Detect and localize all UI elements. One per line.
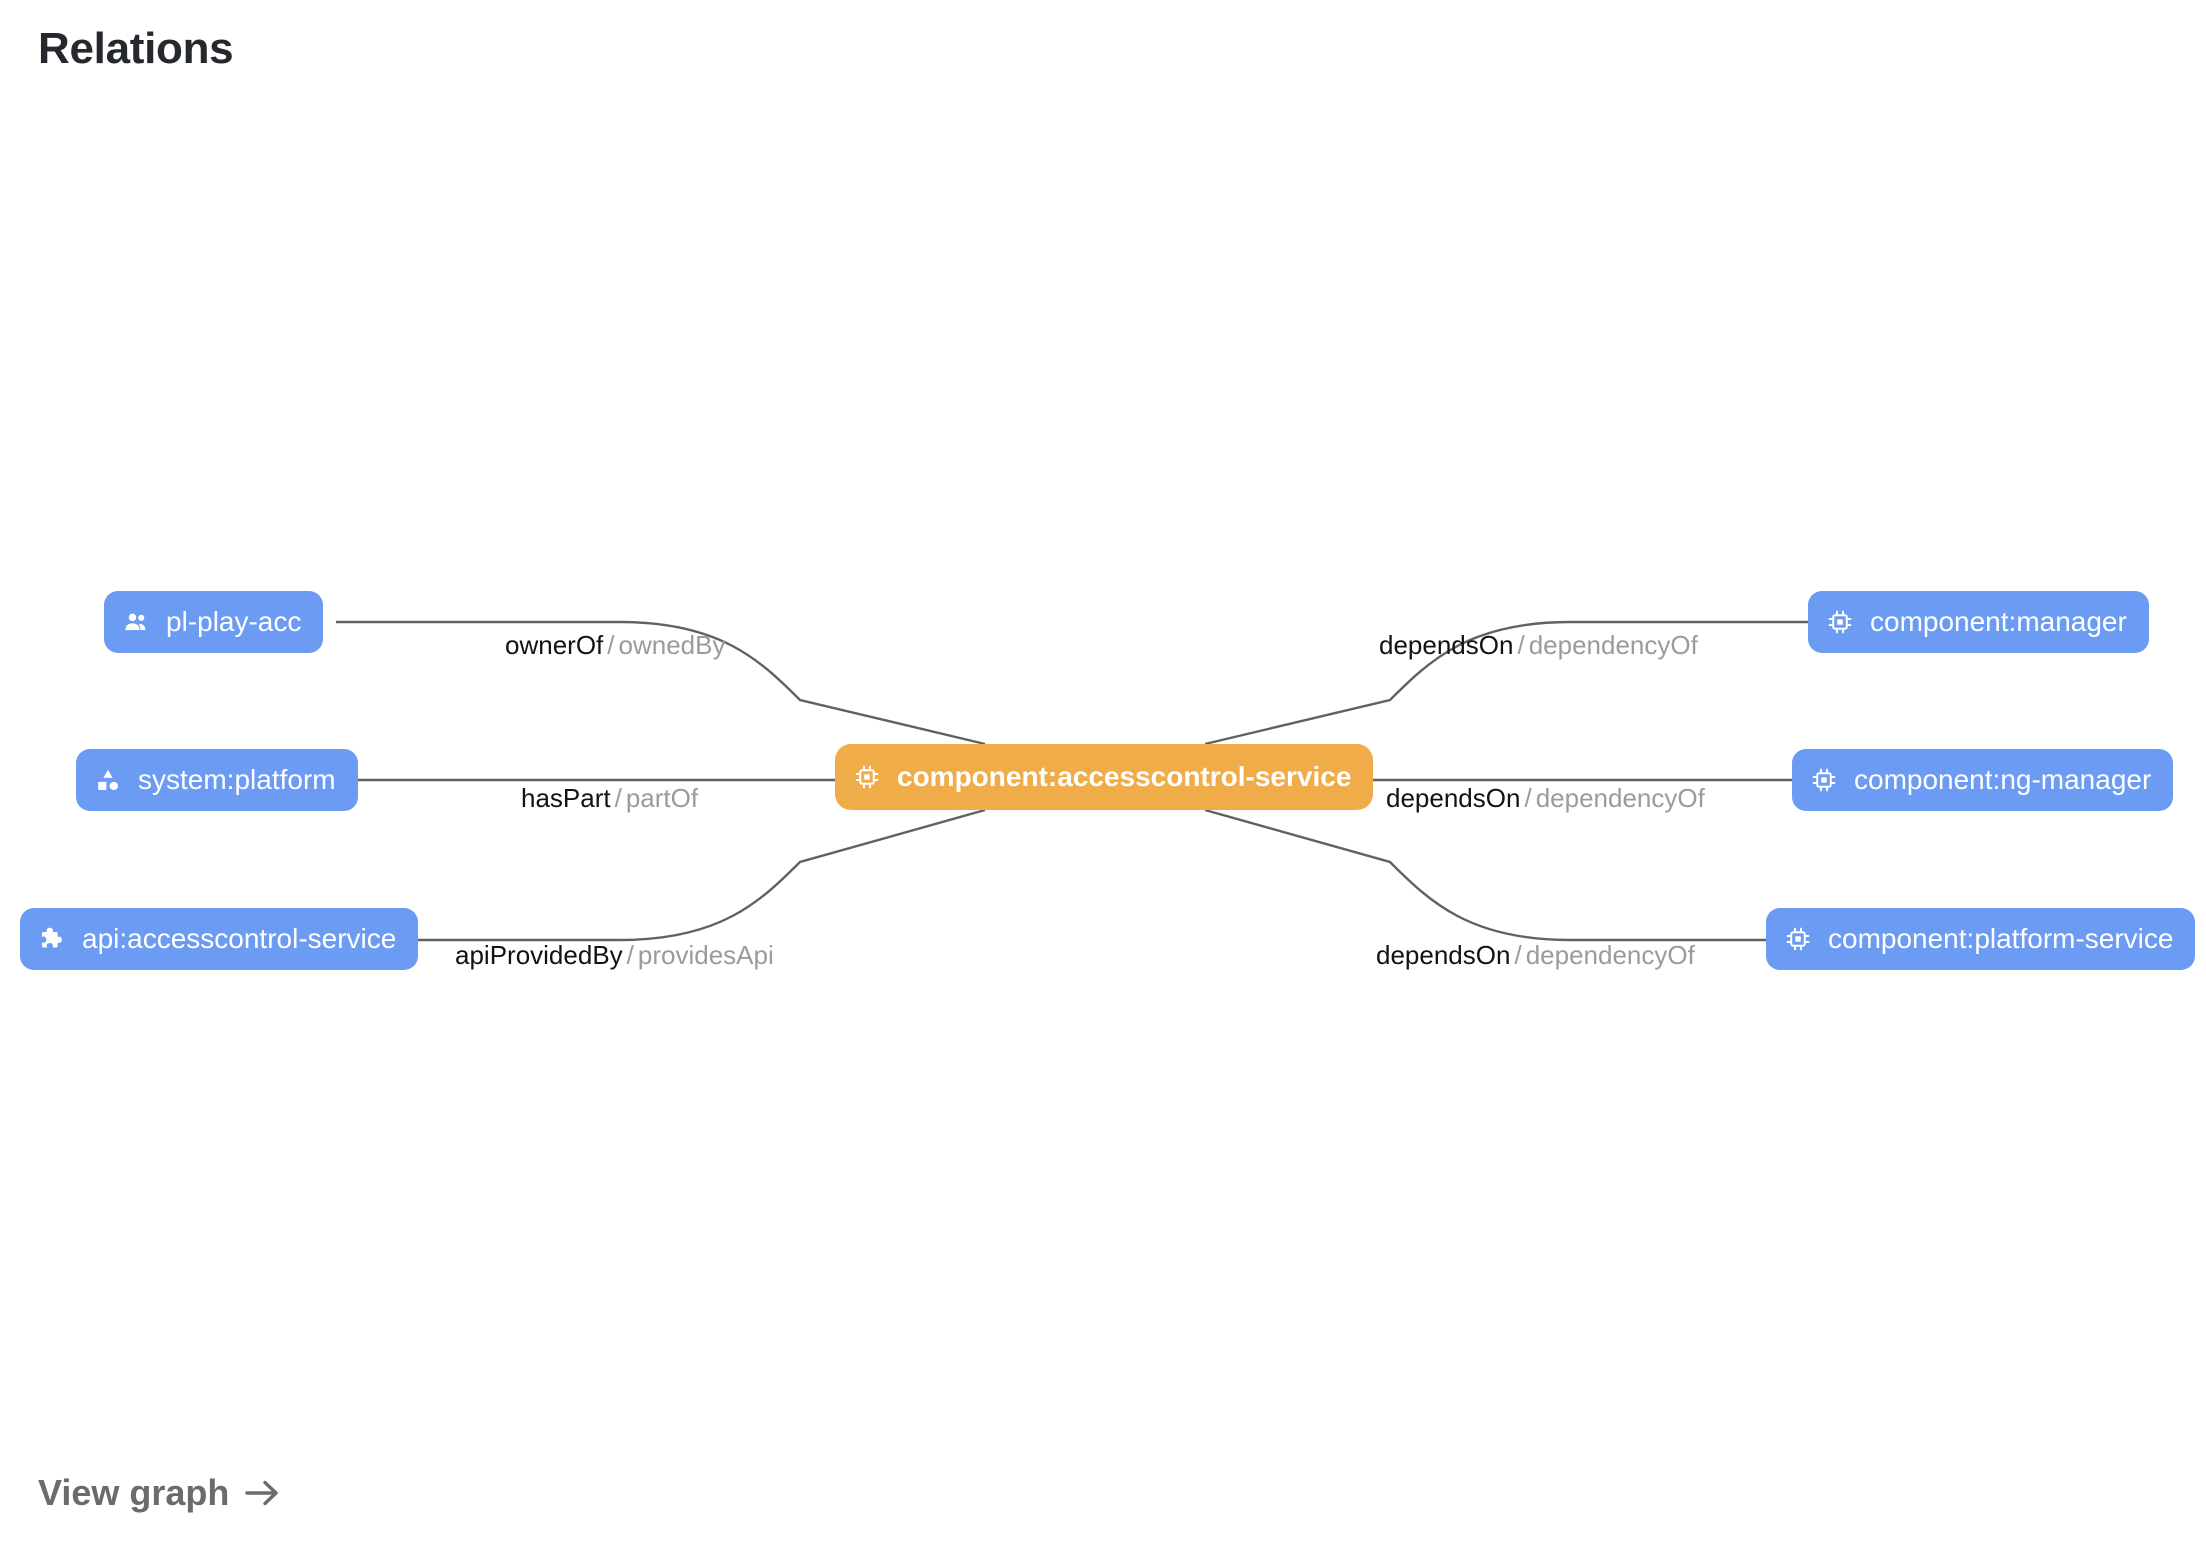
graph-node-component-ng-manager[interactable]: component:ng-manager xyxy=(1792,749,2174,811)
edge-label-dependson-platform-service: dependsOn/dependencyOf xyxy=(1376,942,1695,968)
arrow-right-icon xyxy=(243,1477,283,1509)
chip-icon xyxy=(1810,766,1838,794)
relation-separator: / xyxy=(607,630,615,660)
relation-forward: dependsOn xyxy=(1376,940,1511,970)
relation-forward: dependsOn xyxy=(1386,783,1521,813)
edge-dependson-platform-service-path xyxy=(1204,808,1766,942)
relation-reverse: dependencyOf xyxy=(1535,783,1705,813)
page-title: Relations xyxy=(38,24,234,73)
edge-label-haspart: hasPart/partOf xyxy=(521,785,698,811)
chip-icon xyxy=(1784,925,1812,953)
group-icon xyxy=(122,608,150,636)
graph-node-label: pl-play-acc xyxy=(166,606,302,637)
graph-node-label: system:platform xyxy=(138,764,336,795)
relation-reverse: partOf xyxy=(625,783,699,813)
relation-forward: dependsOn xyxy=(1379,630,1514,660)
relation-forward: apiProvidedBy xyxy=(455,940,623,970)
view-graph-label: View graph xyxy=(38,1472,230,1513)
edge-apiprovidedby-path xyxy=(289,808,986,942)
graph-node-center-label: component:accesscontrol-service xyxy=(897,761,1352,792)
shapes-icon xyxy=(94,766,122,794)
graph-node-system-platform[interactable]: system:platform xyxy=(76,749,358,811)
graph-node-label: component:ng-manager xyxy=(1854,764,2152,795)
relation-separator: / xyxy=(626,940,634,970)
edge-label-dependson-manager: dependsOn/dependencyOf xyxy=(1379,632,1698,658)
graph-node-api-accesscontrol-service[interactable]: api:accesscontrol-service xyxy=(20,908,419,970)
relation-reverse: ownedBy xyxy=(618,630,726,660)
edge-label-ownerof: ownerOf/ownedBy xyxy=(505,632,725,658)
graph-node-label: component:manager xyxy=(1870,606,2127,637)
graph-node-label: api:accesscontrol-service xyxy=(82,923,397,954)
chip-icon xyxy=(853,763,881,791)
edge-ownerof-path xyxy=(336,620,986,746)
relation-separator: / xyxy=(614,783,622,813)
view-graph-link[interactable]: View graph xyxy=(38,1472,283,1514)
relation-reverse: providesApi xyxy=(637,940,774,970)
edge-dependson-manager-path xyxy=(1204,620,1808,746)
relation-separator: / xyxy=(1514,940,1522,970)
relation-reverse: dependencyOf xyxy=(1525,940,1695,970)
graph-node-pl-play-acc[interactable]: pl-play-acc xyxy=(104,591,324,653)
relation-forward: ownerOf xyxy=(505,630,604,660)
relation-separator: / xyxy=(1524,783,1532,813)
relation-forward: hasPart xyxy=(521,783,611,813)
edge-label-apiprovidedby: apiProvidedBy/providesApi xyxy=(455,942,774,968)
relation-separator: / xyxy=(1517,630,1525,660)
edge-label-dependson-ng-manager: dependsOn/dependencyOf xyxy=(1386,785,1705,811)
graph-node-center-accesscontrol-service[interactable]: component:accesscontrol-service xyxy=(835,744,1374,810)
graph-node-component-platform-service[interactable]: component:platform-service xyxy=(1766,908,2196,970)
relation-reverse: dependencyOf xyxy=(1528,630,1698,660)
chip-icon xyxy=(1826,608,1854,636)
graph-node-component-manager[interactable]: component:manager xyxy=(1808,591,2149,653)
puzzle-icon xyxy=(38,925,66,953)
graph-node-label: component:platform-service xyxy=(1828,923,2174,954)
